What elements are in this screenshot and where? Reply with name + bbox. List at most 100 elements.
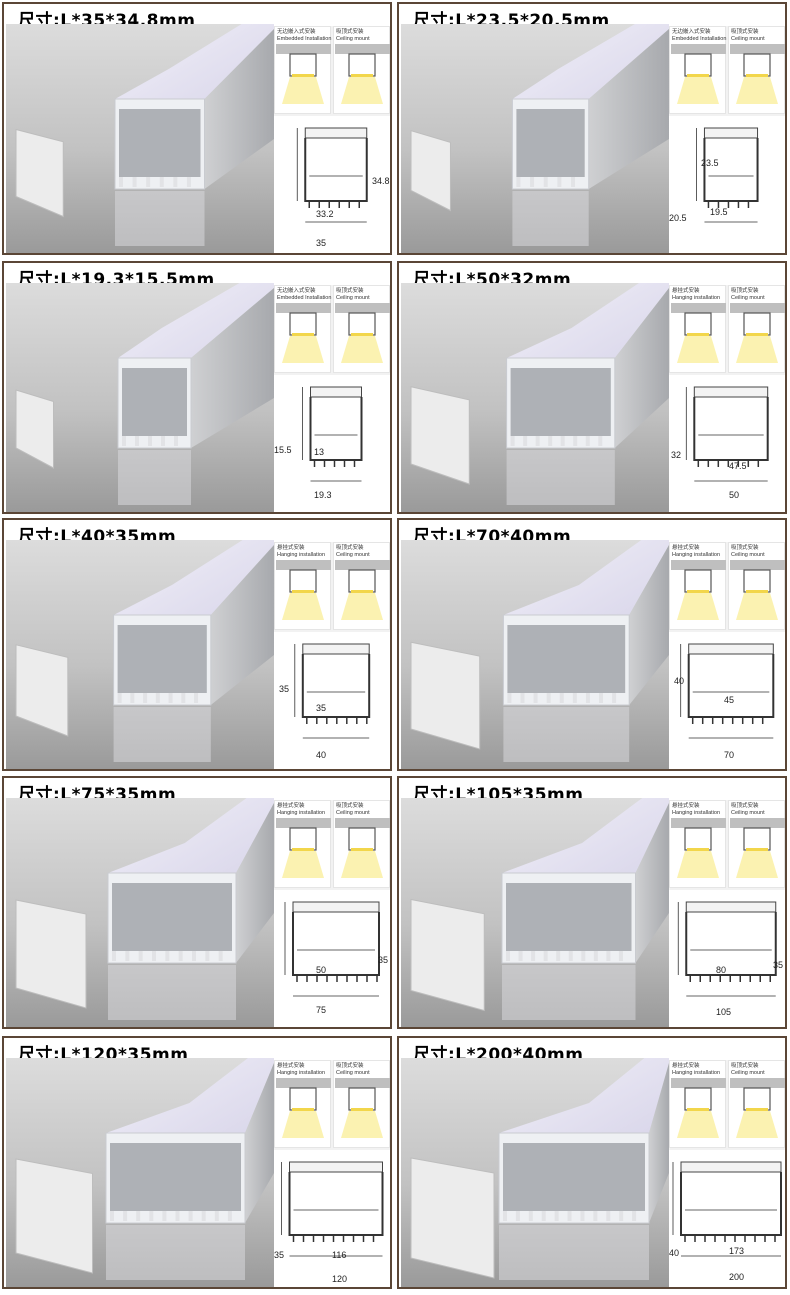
install-label-cn: 吸顶式安装	[731, 803, 759, 809]
dimension-label: 35	[378, 955, 389, 965]
dimension-label: 35	[279, 684, 290, 694]
dimension-label: 15.5	[274, 445, 292, 455]
cross-section	[669, 375, 785, 511]
dimension-label: 40	[674, 676, 685, 686]
dimension-label: 23.5	[701, 158, 719, 168]
install-label-cn: 悬挂式安装	[277, 803, 305, 809]
install-label-cn: 吸顶式安装	[731, 1063, 759, 1069]
install-illustration	[730, 44, 785, 104]
product-photo	[6, 798, 274, 1027]
install-label-en: Ceiling mount	[731, 810, 765, 816]
dimension-label: 50	[316, 965, 327, 975]
dimension-label: 40	[316, 750, 327, 760]
install-label-cn: 吸顶式安装	[336, 288, 364, 294]
install-label-cn: 悬挂式安装	[672, 545, 700, 551]
dimension-label: 34.8	[372, 176, 390, 186]
install-label-cn: 吸顶式安装	[336, 29, 364, 35]
install-label-cn: 悬挂式安装	[672, 288, 700, 294]
cross-section	[669, 116, 785, 252]
cross-section	[669, 890, 785, 1026]
install-label-cn: 吸顶式安装	[336, 545, 364, 551]
install-label-cn: 吸顶式安装	[336, 803, 364, 809]
product-photo	[6, 1058, 274, 1287]
install-label-en: Ceiling mount	[731, 1070, 765, 1076]
cross-section	[274, 1150, 390, 1286]
install-label-en: Embedded Installation	[672, 36, 727, 42]
cross-section	[274, 116, 390, 252]
install-illustration	[730, 1078, 785, 1138]
install-label-en: Ceiling mount	[336, 1070, 370, 1076]
dimension-label: 70	[724, 750, 735, 760]
product-photo	[6, 283, 274, 512]
install-label-en: Hanging installation	[277, 552, 326, 558]
install-label-en: Embedded Installation	[277, 295, 332, 301]
install-label-en: Hanging installation	[672, 1070, 721, 1076]
dimension-label: 33.2	[316, 209, 334, 219]
install-label-cn: 悬挂式安装	[672, 1063, 700, 1069]
install-illustration	[671, 818, 726, 878]
install-illustration	[335, 560, 390, 620]
dimension-label: 116	[332, 1250, 347, 1260]
cross-section	[274, 890, 390, 1026]
install-illustration	[671, 560, 726, 620]
cross-section	[274, 632, 390, 768]
cross-section	[274, 375, 390, 511]
install-illustration	[276, 560, 331, 620]
install-label-cn: 吸顶式安装	[731, 29, 759, 35]
install-label-en: Hanging installation	[672, 295, 721, 301]
dimension-label: 35	[773, 960, 784, 970]
dimension-label: 105	[716, 1007, 732, 1017]
dimension-label: 50	[729, 490, 740, 500]
install-illustration	[276, 1078, 331, 1138]
install-illustration	[276, 303, 331, 363]
dimension-label: 120	[332, 1274, 348, 1284]
install-illustration	[335, 303, 390, 363]
cross-section	[669, 1150, 785, 1286]
product-photo	[401, 1058, 669, 1287]
install-label-cn: 悬挂式安装	[672, 803, 700, 809]
dimension-label: 200	[729, 1272, 745, 1282]
install-illustration	[671, 44, 726, 104]
install-illustration	[335, 1078, 390, 1138]
install-illustration	[671, 303, 726, 363]
dimension-label: 173	[729, 1246, 745, 1256]
install-label-cn: 悬挂式安装	[277, 545, 305, 551]
product-photo	[401, 283, 669, 512]
install-label-en: Ceiling mount	[731, 295, 765, 301]
install-label-cn: 无边嵌入式安装	[672, 29, 711, 35]
dimension-label: 80	[716, 965, 727, 975]
product-photo	[6, 540, 274, 769]
install-label-cn: 悬挂式安装	[277, 1063, 305, 1069]
dimension-label: 20.5	[669, 213, 687, 223]
dimension-label: 19.5	[710, 207, 728, 217]
dimension-label: 47.5	[729, 461, 747, 471]
dimension-label: 40	[669, 1248, 680, 1258]
